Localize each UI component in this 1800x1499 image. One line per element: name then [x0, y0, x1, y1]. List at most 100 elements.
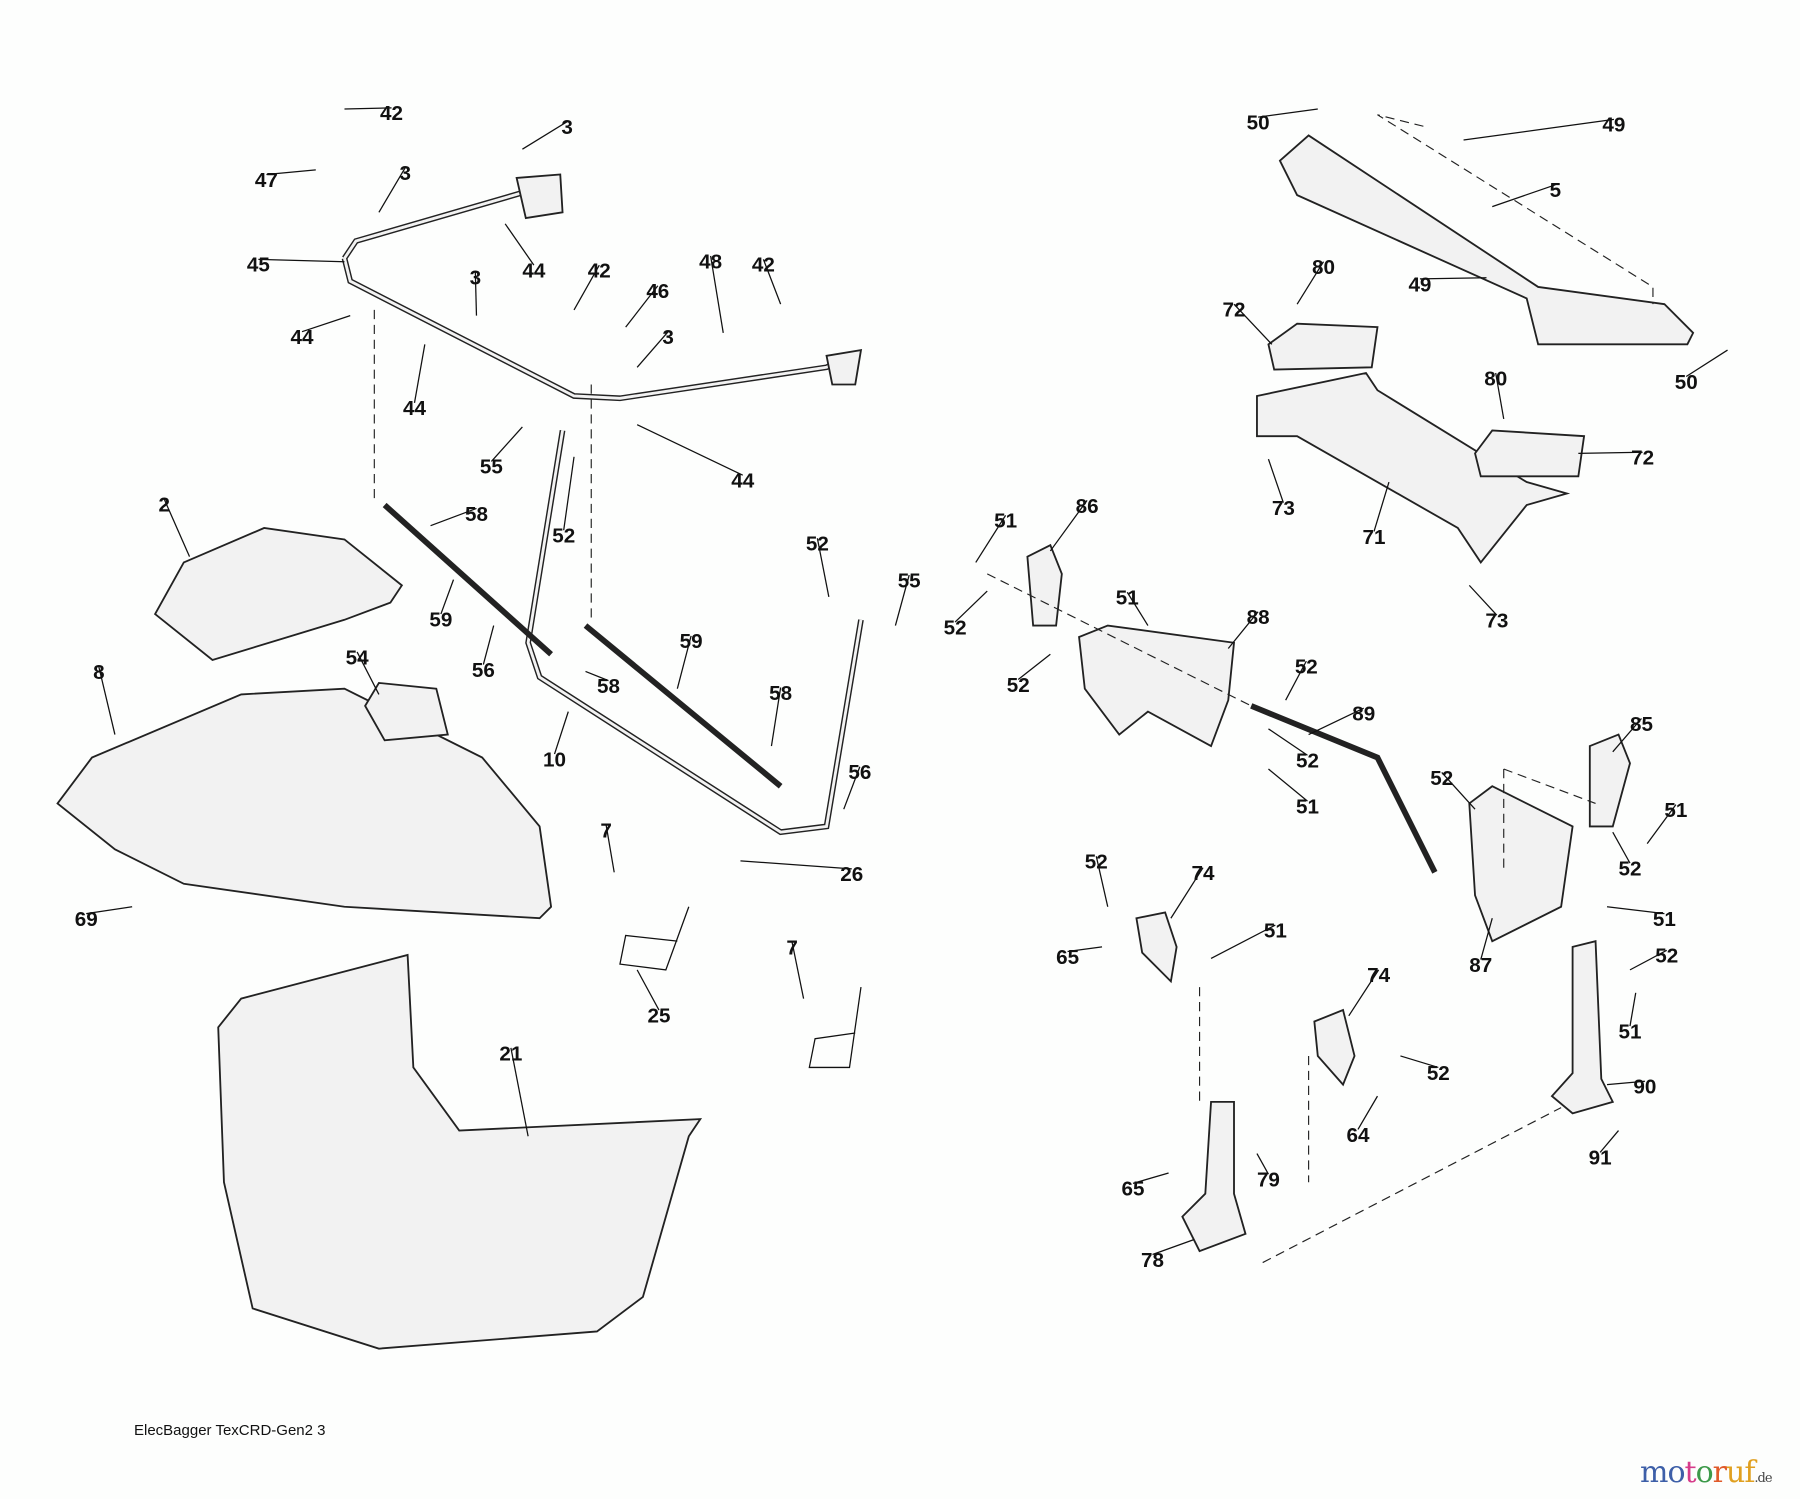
- leader-line: [762, 259, 782, 305]
- callout-64: 64: [1346, 1124, 1369, 1147]
- callout-51: 51: [1618, 1020, 1641, 1043]
- callout-58: 58: [465, 503, 488, 526]
- leader-line: [740, 860, 852, 870]
- leader-line: [1348, 969, 1380, 1017]
- callout-90: 90: [1633, 1076, 1656, 1099]
- callout-26: 26: [840, 863, 863, 886]
- leader-line: [1606, 1080, 1645, 1086]
- leader-line: [522, 121, 568, 150]
- leader-line: [1599, 1130, 1619, 1153]
- callout-3: 3: [470, 266, 482, 289]
- leader-line: [563, 456, 575, 531]
- callout-52: 52: [1655, 945, 1678, 968]
- callout-56: 56: [848, 761, 871, 784]
- callout-49: 49: [1408, 273, 1431, 296]
- chute-adapter: [364, 681, 449, 742]
- watermark-letter: o: [1695, 1455, 1714, 1490]
- leader-line: [1357, 1095, 1379, 1130]
- callout-51: 51: [1264, 919, 1287, 942]
- leader-line: [378, 167, 406, 213]
- leader-line: [1256, 1153, 1269, 1175]
- leader-line: [1463, 118, 1615, 141]
- callout-54: 54: [346, 646, 369, 669]
- callout-65: 65: [1056, 946, 1079, 969]
- leader-line: [573, 264, 600, 311]
- leader-line: [1492, 184, 1556, 208]
- callout-87: 87: [1469, 954, 1492, 977]
- leader-line: [894, 574, 910, 626]
- callout-85: 85: [1630, 713, 1653, 736]
- watermark-logo: motoruf.de: [1640, 1455, 1773, 1490]
- leader-line: [676, 635, 692, 689]
- callout-42: 42: [752, 254, 775, 277]
- leader-line: [356, 651, 380, 695]
- leader-line: [636, 969, 660, 1011]
- leader-line: [1612, 831, 1631, 864]
- catcher-cover: [56, 687, 553, 920]
- callout-72: 72: [1631, 447, 1654, 470]
- leader-line: [843, 766, 861, 810]
- leader-line: [1285, 660, 1307, 701]
- callout-21: 21: [499, 1042, 522, 1065]
- parts-layer: [56, 114, 1695, 1350]
- leader-line: [636, 424, 744, 476]
- callout-80: 80: [1484, 367, 1507, 390]
- watermark-letter: f: [1744, 1455, 1755, 1490]
- leader-line: [344, 107, 392, 110]
- watermark-suffix: .de: [1754, 1471, 1772, 1486]
- rod-89: [1250, 703, 1438, 874]
- bracket-88: [1078, 624, 1236, 748]
- leader-line: [954, 590, 988, 623]
- leader-line: [301, 315, 351, 333]
- callout-48: 48: [699, 250, 722, 273]
- callout-44: 44: [403, 397, 426, 420]
- callout-3: 3: [561, 116, 573, 139]
- callout-49: 49: [1602, 114, 1625, 137]
- callout-88: 88: [1247, 606, 1270, 629]
- callout-3: 3: [662, 326, 674, 349]
- callout-8: 8: [93, 661, 105, 684]
- leader-line: [504, 223, 535, 266]
- leader-line: [1132, 1172, 1169, 1184]
- callout-7: 7: [786, 937, 798, 960]
- callout-52: 52: [1007, 674, 1030, 697]
- callout-74: 74: [1192, 862, 1215, 885]
- callout-47: 47: [255, 169, 278, 192]
- leader-line: [1268, 728, 1308, 756]
- clip-72b: [1474, 429, 1586, 478]
- callout-91: 91: [1589, 1147, 1612, 1170]
- callout-51: 51: [994, 510, 1017, 533]
- leader-line: [636, 331, 669, 368]
- leader-line: [1268, 768, 1308, 802]
- callout-44: 44: [291, 326, 314, 349]
- callout-3: 3: [400, 162, 412, 185]
- callout-69: 69: [75, 908, 98, 931]
- leader-line: [1373, 481, 1390, 532]
- spring-25b: [808, 987, 862, 1069]
- callout-52: 52: [1618, 857, 1641, 880]
- leader-line: [1629, 992, 1637, 1027]
- leader-line: [1233, 303, 1273, 345]
- callout-25: 25: [647, 1004, 670, 1027]
- leader-line: [1646, 804, 1677, 844]
- callout-52: 52: [944, 616, 967, 639]
- leader-line: [1468, 584, 1498, 616]
- callout-59: 59: [429, 608, 452, 631]
- leader-line: [770, 687, 782, 747]
- leader-line: [1227, 611, 1259, 649]
- leader-line: [1017, 653, 1051, 680]
- frame-bracket-right: [825, 348, 863, 386]
- frame-bracket-top: [515, 173, 564, 220]
- leader-line: [605, 825, 615, 873]
- spring-25a: [619, 906, 690, 971]
- leader-line: [1629, 949, 1668, 971]
- leader-line: [1049, 500, 1088, 552]
- leader-line: [258, 258, 345, 263]
- callout-50: 50: [1247, 111, 1270, 134]
- callout-86: 86: [1076, 495, 1099, 518]
- callout-71: 71: [1363, 526, 1386, 549]
- leader-line: [1578, 451, 1643, 455]
- callout-52: 52: [552, 525, 575, 548]
